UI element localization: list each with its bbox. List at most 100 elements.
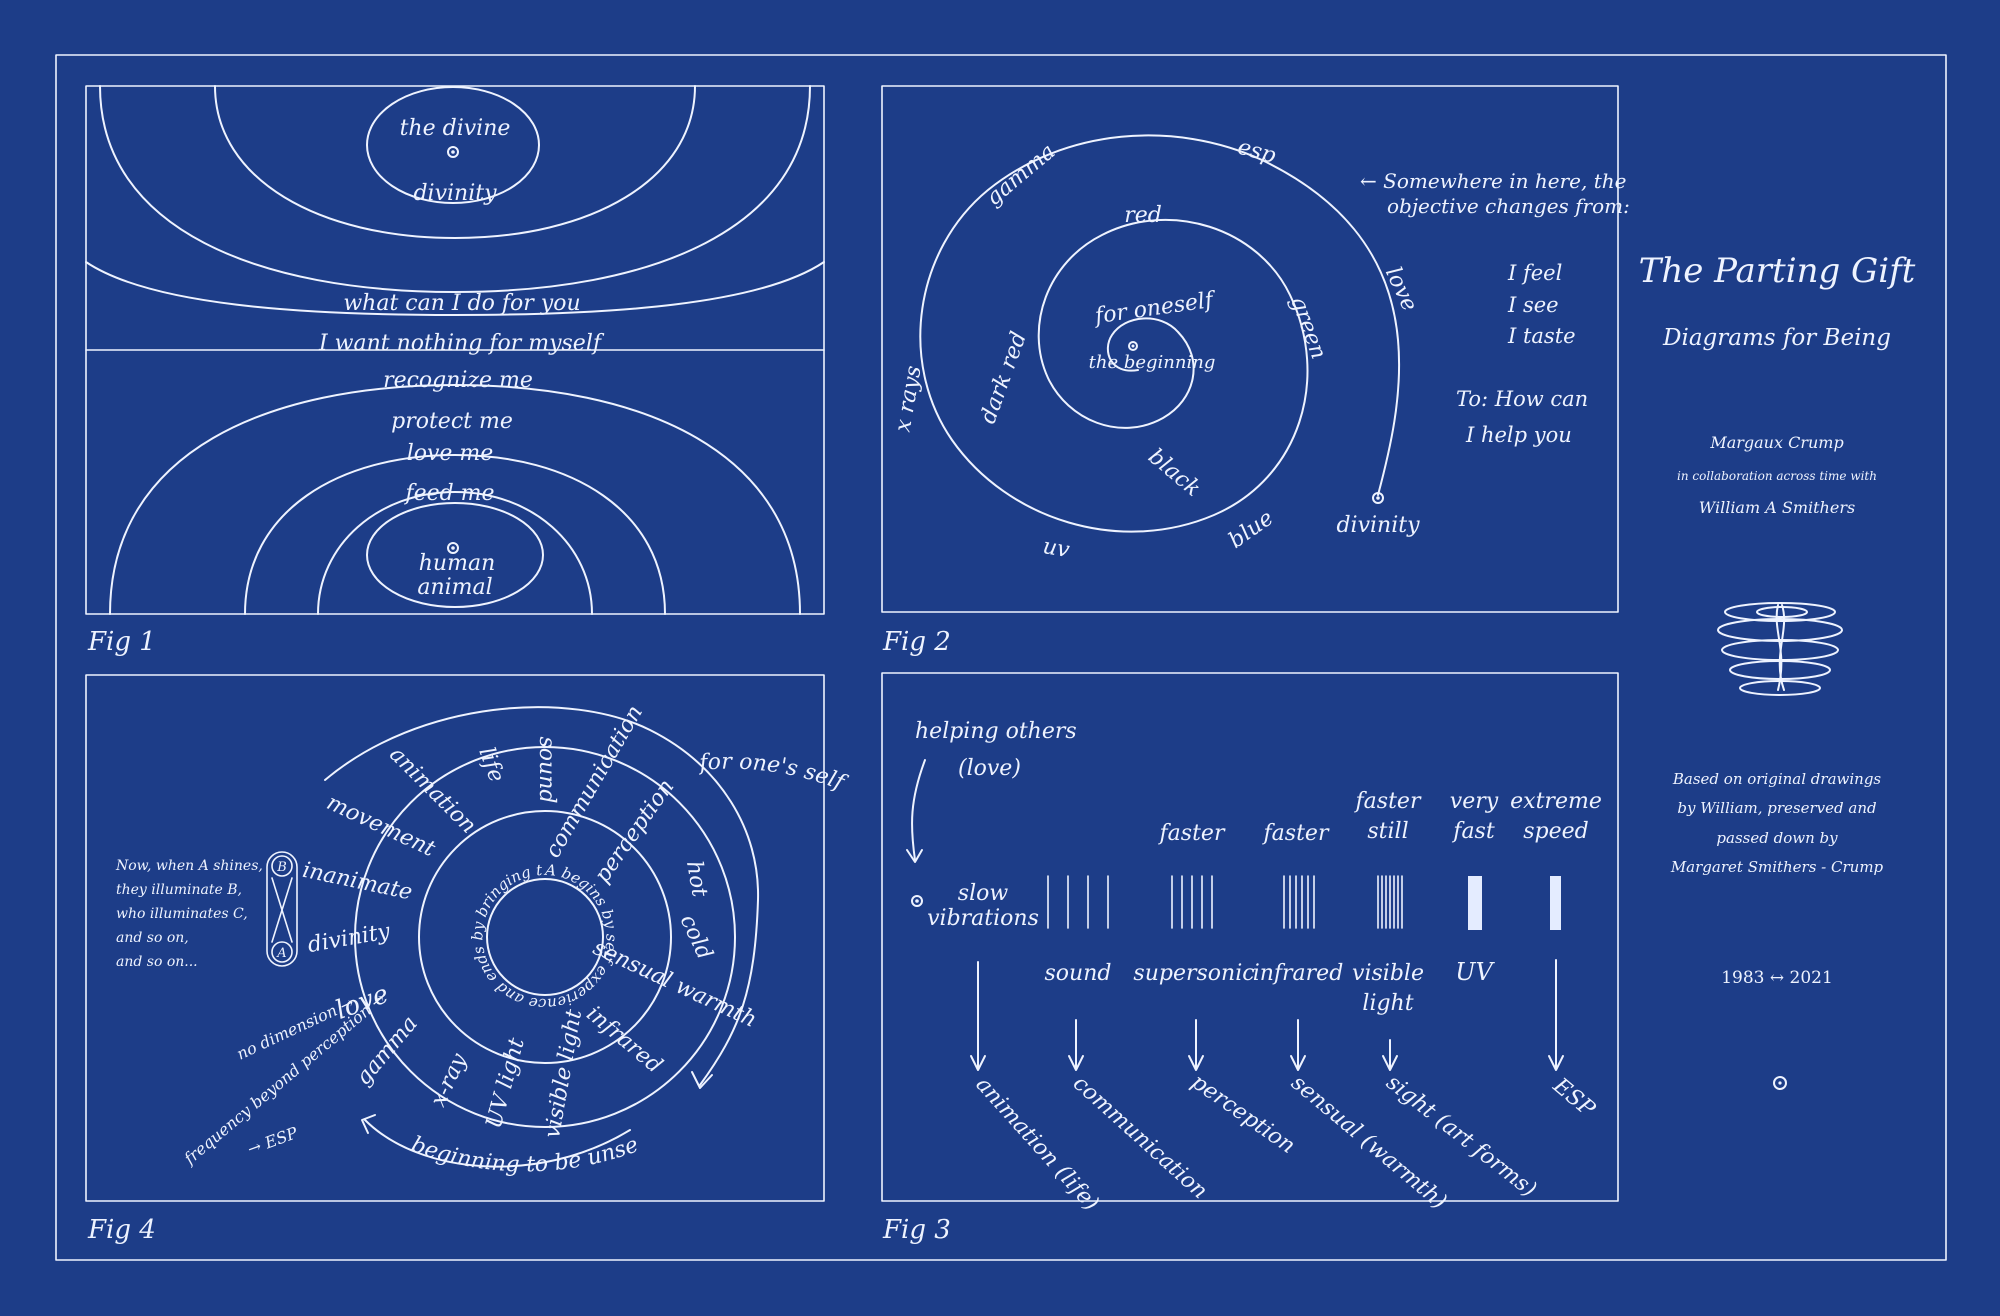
fig3-very-fast-band: [1468, 876, 1482, 930]
fig2-note-2: objective changes from:: [1387, 194, 1630, 218]
fig4-ring-middle: [418, 810, 672, 1064]
fig1-top-curve-3: [214, 85, 696, 239]
fig4-infrared: infrared: [581, 1001, 666, 1078]
fig3-panel: helping others (love) slow vibrations fa…: [881, 672, 1619, 1245]
fig3-arrows: [970, 959, 1564, 1071]
fig4-movement: movement: [323, 790, 439, 862]
fig1-what-can: what can I do for you: [343, 291, 580, 316]
fig2-red: red: [1124, 203, 1162, 228]
fig3-origin-point: [911, 895, 923, 907]
fig3-frame: [881, 672, 1619, 1202]
fig4-hot: hot: [681, 859, 712, 899]
title: The Parting Gift: [1639, 251, 1916, 291]
fig1-top-curve-2: [99, 85, 811, 293]
based-on-1: Based on original drawings: [1672, 770, 1882, 788]
fig4-sound: sound: [534, 737, 559, 804]
fig2-taste: I taste: [1507, 324, 1576, 348]
fig3-kind-infrared: infrared: [1253, 961, 1344, 986]
fig4-divinity: divinity: [306, 919, 393, 958]
fig4-ring-inner: [486, 878, 604, 996]
fig2-black: black: [1143, 444, 1205, 502]
fig4-note-4: and so on,: [116, 930, 189, 946]
fig4-hourglass: B A: [266, 851, 298, 967]
fig3-helping: helping others: [915, 719, 1077, 744]
fig4-esp: → ESP: [245, 1123, 300, 1159]
fig1-human-point: [447, 542, 459, 554]
fig4-inanimate: inanimate: [300, 858, 414, 906]
closing-mark: [1773, 1076, 1787, 1090]
fig2-label: Fig 2: [882, 627, 951, 657]
fig4-xray: x-ray: [426, 1049, 472, 1110]
years: 1983 ↔ 2021: [1721, 968, 1833, 988]
fig1-bottom-ellipse-inner: [366, 502, 544, 608]
fig2-feel: I feel: [1507, 261, 1562, 285]
fig1-divine-point: [447, 146, 459, 158]
fig4-label: Fig 4: [87, 1215, 156, 1245]
fig3-kind-sound: sound: [1045, 961, 1112, 986]
fig2-see: I see: [1507, 293, 1559, 317]
fig2-beginning-point: [1128, 341, 1138, 351]
fig1-animal: animal: [417, 575, 492, 600]
spiral-sketch: [1717, 602, 1843, 696]
fig1-panel: the divine divinity what can I do for yo…: [85, 85, 825, 657]
fig2-green: green: [1285, 293, 1331, 362]
fig3-speed-5a: extreme: [1510, 789, 1602, 814]
fig3-speed-2: faster: [1262, 821, 1330, 846]
fig2-love: love: [1380, 263, 1422, 315]
fig2-uv: uv: [1041, 534, 1072, 563]
fig2-esp: esp: [1235, 135, 1279, 169]
fig2-xrays: x rays: [890, 364, 926, 434]
fig2-oneself: for oneself: [1092, 287, 1219, 329]
fig3-kind-uv: UV: [1455, 958, 1495, 986]
fig3-slow-2: vibrations: [927, 906, 1039, 931]
fig1-love: love me: [407, 441, 494, 466]
based-on-4: Margaret Smithers - Crump: [1670, 858, 1884, 876]
fig3-helping-arrow: [911, 759, 926, 861]
fig3-love: (love): [958, 756, 1021, 781]
fig1-divinity: divinity: [413, 181, 497, 206]
fig2-blue: blue: [1224, 506, 1278, 554]
fig3-slow-1: slow: [958, 881, 1009, 906]
fig4-mark-a: A: [276, 946, 286, 961]
fig3-kind-supersonic: supersonic: [1133, 961, 1254, 986]
fig4-note-3: who illuminates C,: [116, 906, 248, 922]
collab-line: in collaboration across time with: [1677, 469, 1877, 483]
fig1-bottom-curve-3: [317, 491, 593, 615]
fig4-note-2: they illuminate B,: [116, 882, 242, 898]
fig4-cold: cold: [675, 911, 717, 964]
fig4-arrow-head-right: [691, 1071, 713, 1089]
fig3-speed-1: faster: [1158, 821, 1226, 846]
fig3-vibrations: [1047, 875, 1403, 929]
fig3-kind-visible-1: visible: [1352, 961, 1424, 986]
fig3-result-perception: perception: [1187, 1069, 1300, 1159]
fig4-outer-arc: [324, 706, 760, 1086]
fig3-label: Fig 3: [882, 1215, 951, 1245]
fig3-speed-4b: fast: [1451, 819, 1495, 844]
fig2-beginning: the beginning: [1089, 352, 1216, 373]
fig2-divinity: divinity: [1336, 513, 1420, 538]
based-on-2: by William, preserved and: [1677, 799, 1876, 817]
fig3-result-esp: ESP: [1547, 1073, 1600, 1123]
fig1-protect: protect me: [391, 409, 513, 434]
fig2-note-1: ← Somewhere in here, the: [1360, 169, 1626, 193]
fig4-frame: [85, 674, 825, 1202]
fig2-frame: [881, 85, 1619, 613]
collaborator: William A Smithers: [1699, 498, 1855, 517]
fig4-self: for one's self: [696, 749, 851, 796]
fig2-to-2: I help you: [1465, 423, 1572, 447]
fig1-top-ellipse-inner: [366, 86, 540, 204]
fig4-bottom-arc: [364, 1119, 631, 1168]
fig4-mark-b: B: [276, 860, 287, 875]
fig4-ring-outer: [354, 746, 736, 1128]
fig4-note-1: Now, when A shines,: [115, 858, 263, 874]
author: Margaux Crump: [1709, 433, 1843, 452]
fig1-label: Fig 1: [87, 627, 156, 657]
title-block: The Parting Gift Diagrams for Being Marg…: [1639, 251, 1916, 1090]
fig3-speed-5b: speed: [1523, 819, 1589, 844]
fig1-divine: the divine: [400, 116, 511, 141]
fig2-panel: the beginning for oneself red green blue…: [881, 85, 1630, 657]
fig3-speed-3a: faster: [1354, 789, 1422, 814]
fig2-to-1: To: How can: [1456, 387, 1588, 411]
fig4-arrow-head-left: [361, 1114, 376, 1134]
fig4-perception: perception: [590, 775, 680, 888]
